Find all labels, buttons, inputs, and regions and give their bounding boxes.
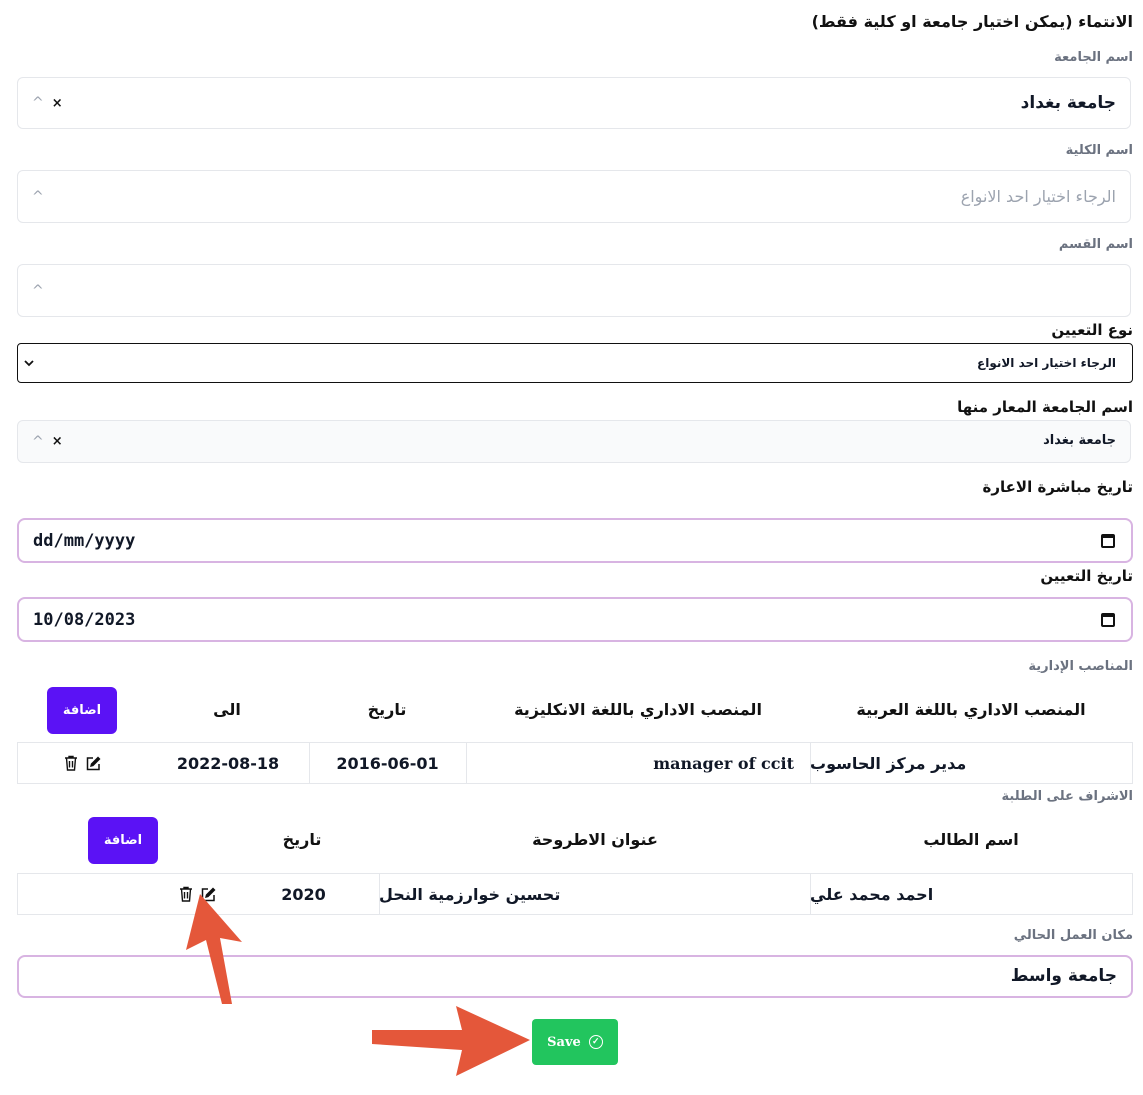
chevron-up-icon[interactable]: ^ <box>32 95 44 111</box>
secondment-date-label: تاريخ مباشرة الاعارة <box>982 478 1133 496</box>
calendar-icon[interactable] <box>1101 612 1115 627</box>
admin-cell-to: 2022-08-18 <box>147 743 310 783</box>
chevron-up-icon[interactable]: ^ <box>32 188 44 205</box>
university-select[interactable]: جامعة بغداد ^ × <box>17 77 1131 129</box>
admin-cell-ar: مدير مركز الحاسوب <box>810 753 967 773</box>
current-workplace-label: مكان العمل الحالي <box>1013 928 1133 943</box>
appointment-date-label: تاريخ التعيين <box>1040 567 1133 585</box>
annotation-arrow-icon <box>186 894 242 1004</box>
add-admin-position-button[interactable]: اضافة <box>47 687 117 734</box>
secondment-date-value: dd/mm/yyyy <box>33 530 136 551</box>
supervision-label: الاشراف على الطلبة <box>1001 789 1133 804</box>
chevron-up-icon[interactable]: ^ <box>32 282 44 299</box>
appointment-type-select[interactable]: الرجاء اختيار احد الانواع <box>17 343 1133 383</box>
supervision-cell-student: احمد محمد علي <box>810 884 934 904</box>
college-placeholder: الرجاء اختيار احد الانواع <box>960 187 1116 206</box>
trash-icon[interactable] <box>179 886 193 902</box>
appointment-type-label: نوع التعيين <box>1051 321 1133 339</box>
save-label: Save <box>547 1034 581 1050</box>
supervision-header-student: اسم الطالب <box>923 830 1019 849</box>
clear-icon[interactable]: × <box>51 434 63 449</box>
add-supervision-button[interactable]: اضافة <box>88 817 158 864</box>
admin-header-en: المنصب الاداري باللغة الانكليزية <box>514 700 762 719</box>
admin-positions-label: المناصب الإدارية <box>1028 659 1133 674</box>
appointment-date-input[interactable]: 10/08/2023 <box>17 597 1133 642</box>
current-workplace-input[interactable]: جامعة واسط <box>17 955 1133 998</box>
department-select[interactable]: ^ <box>17 264 1131 317</box>
admin-cell-from: 2016-06-01 <box>309 743 467 783</box>
calendar-icon[interactable] <box>1101 533 1115 548</box>
trash-icon[interactable] <box>64 755 78 771</box>
college-select[interactable]: الرجاء اختيار احد الانواع ^ <box>17 170 1131 223</box>
check-circle-icon: ✓ <box>588 1035 603 1049</box>
supervision-header-thesis: عنوان الاطروحة <box>532 830 658 849</box>
clear-icon[interactable]: × <box>51 95 63 111</box>
secondment-date-input[interactable]: dd/mm/yyyy <box>17 518 1133 563</box>
edit-icon[interactable] <box>86 756 101 771</box>
admin-cell-en: manager of ccit <box>466 743 811 783</box>
save-button[interactable]: Save ✓ <box>532 1019 618 1065</box>
admin-header-to: الى <box>213 700 241 719</box>
department-label: اسم القسم <box>1058 237 1133 252</box>
current-workplace-value: جامعة واسط <box>1010 966 1117 986</box>
college-label: اسم الكلية <box>1065 143 1133 158</box>
appointment-date-value: 10/08/2023 <box>33 609 136 630</box>
supervision-header-date: تاريخ <box>282 830 322 849</box>
chevron-down-icon <box>24 360 34 367</box>
lending-university-select[interactable]: جامعة بغداد ^ × <box>17 420 1131 463</box>
table-row: مدير مركز الحاسوب manager of ccit 2016-0… <box>17 742 1133 784</box>
supervision-cell-thesis: تحسين خوارزمية النحل <box>379 874 811 914</box>
admin-header-ar: المنصب الاداري باللغة العربية <box>856 700 1086 719</box>
university-value: جامعة بغداد <box>1020 93 1116 113</box>
lending-university-value: جامعة بغداد <box>1043 433 1116 448</box>
chevron-up-icon[interactable]: ^ <box>32 433 44 450</box>
lending-university-label: اسم الجامعة المعار منها <box>957 398 1133 416</box>
annotation-arrow-icon <box>372 1006 530 1076</box>
appointment-type-value: الرجاء اختيار احد الانواع <box>977 356 1116 370</box>
supervision-cell-year: 2020 <box>228 874 380 914</box>
admin-row-actions <box>18 743 147 783</box>
admin-header-from: تاريخ <box>367 700 407 719</box>
university-label: اسم الجامعة <box>1054 50 1133 65</box>
section-title: الانتماء (يمكن اختيار جامعة او كلية فقط) <box>811 12 1133 31</box>
